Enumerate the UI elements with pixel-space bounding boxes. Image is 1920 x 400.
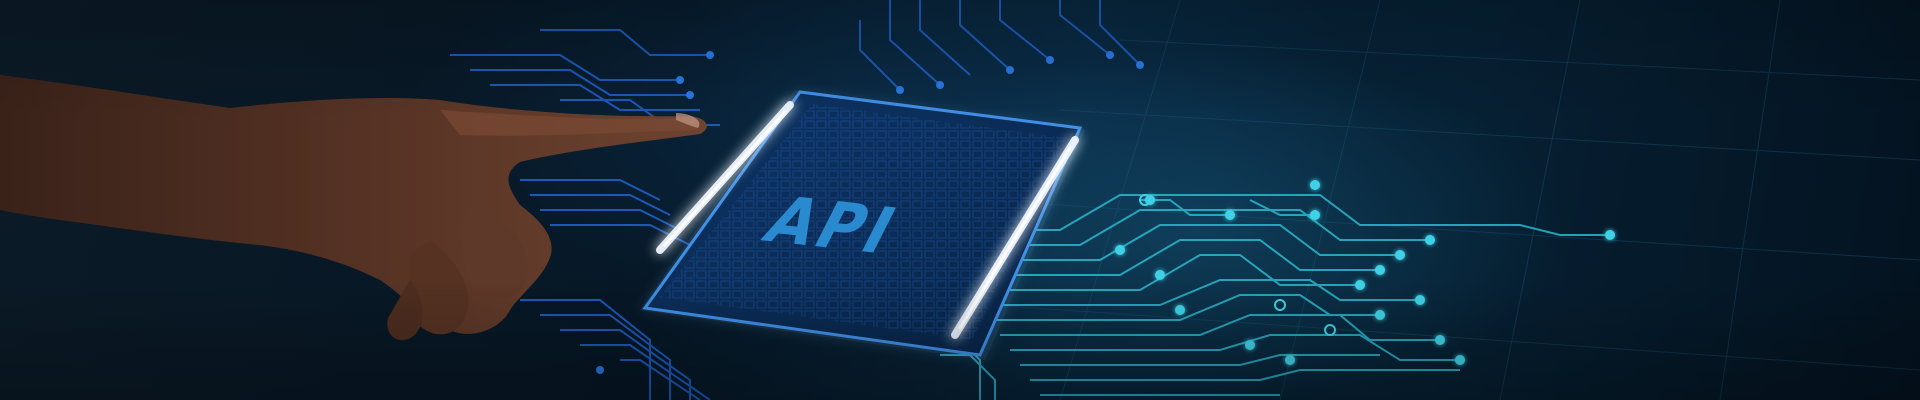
circuit-nodes-cyan [1115,180,1615,365]
circuit-nodes-blue [596,51,1144,374]
circuit-rings-cyan [1139,194,1336,336]
circuit-traces-icon [450,0,1141,400]
hand-pointing-icon [0,75,707,341]
chip-icon: API [640,90,1085,360]
floor-grid [919,0,1920,400]
